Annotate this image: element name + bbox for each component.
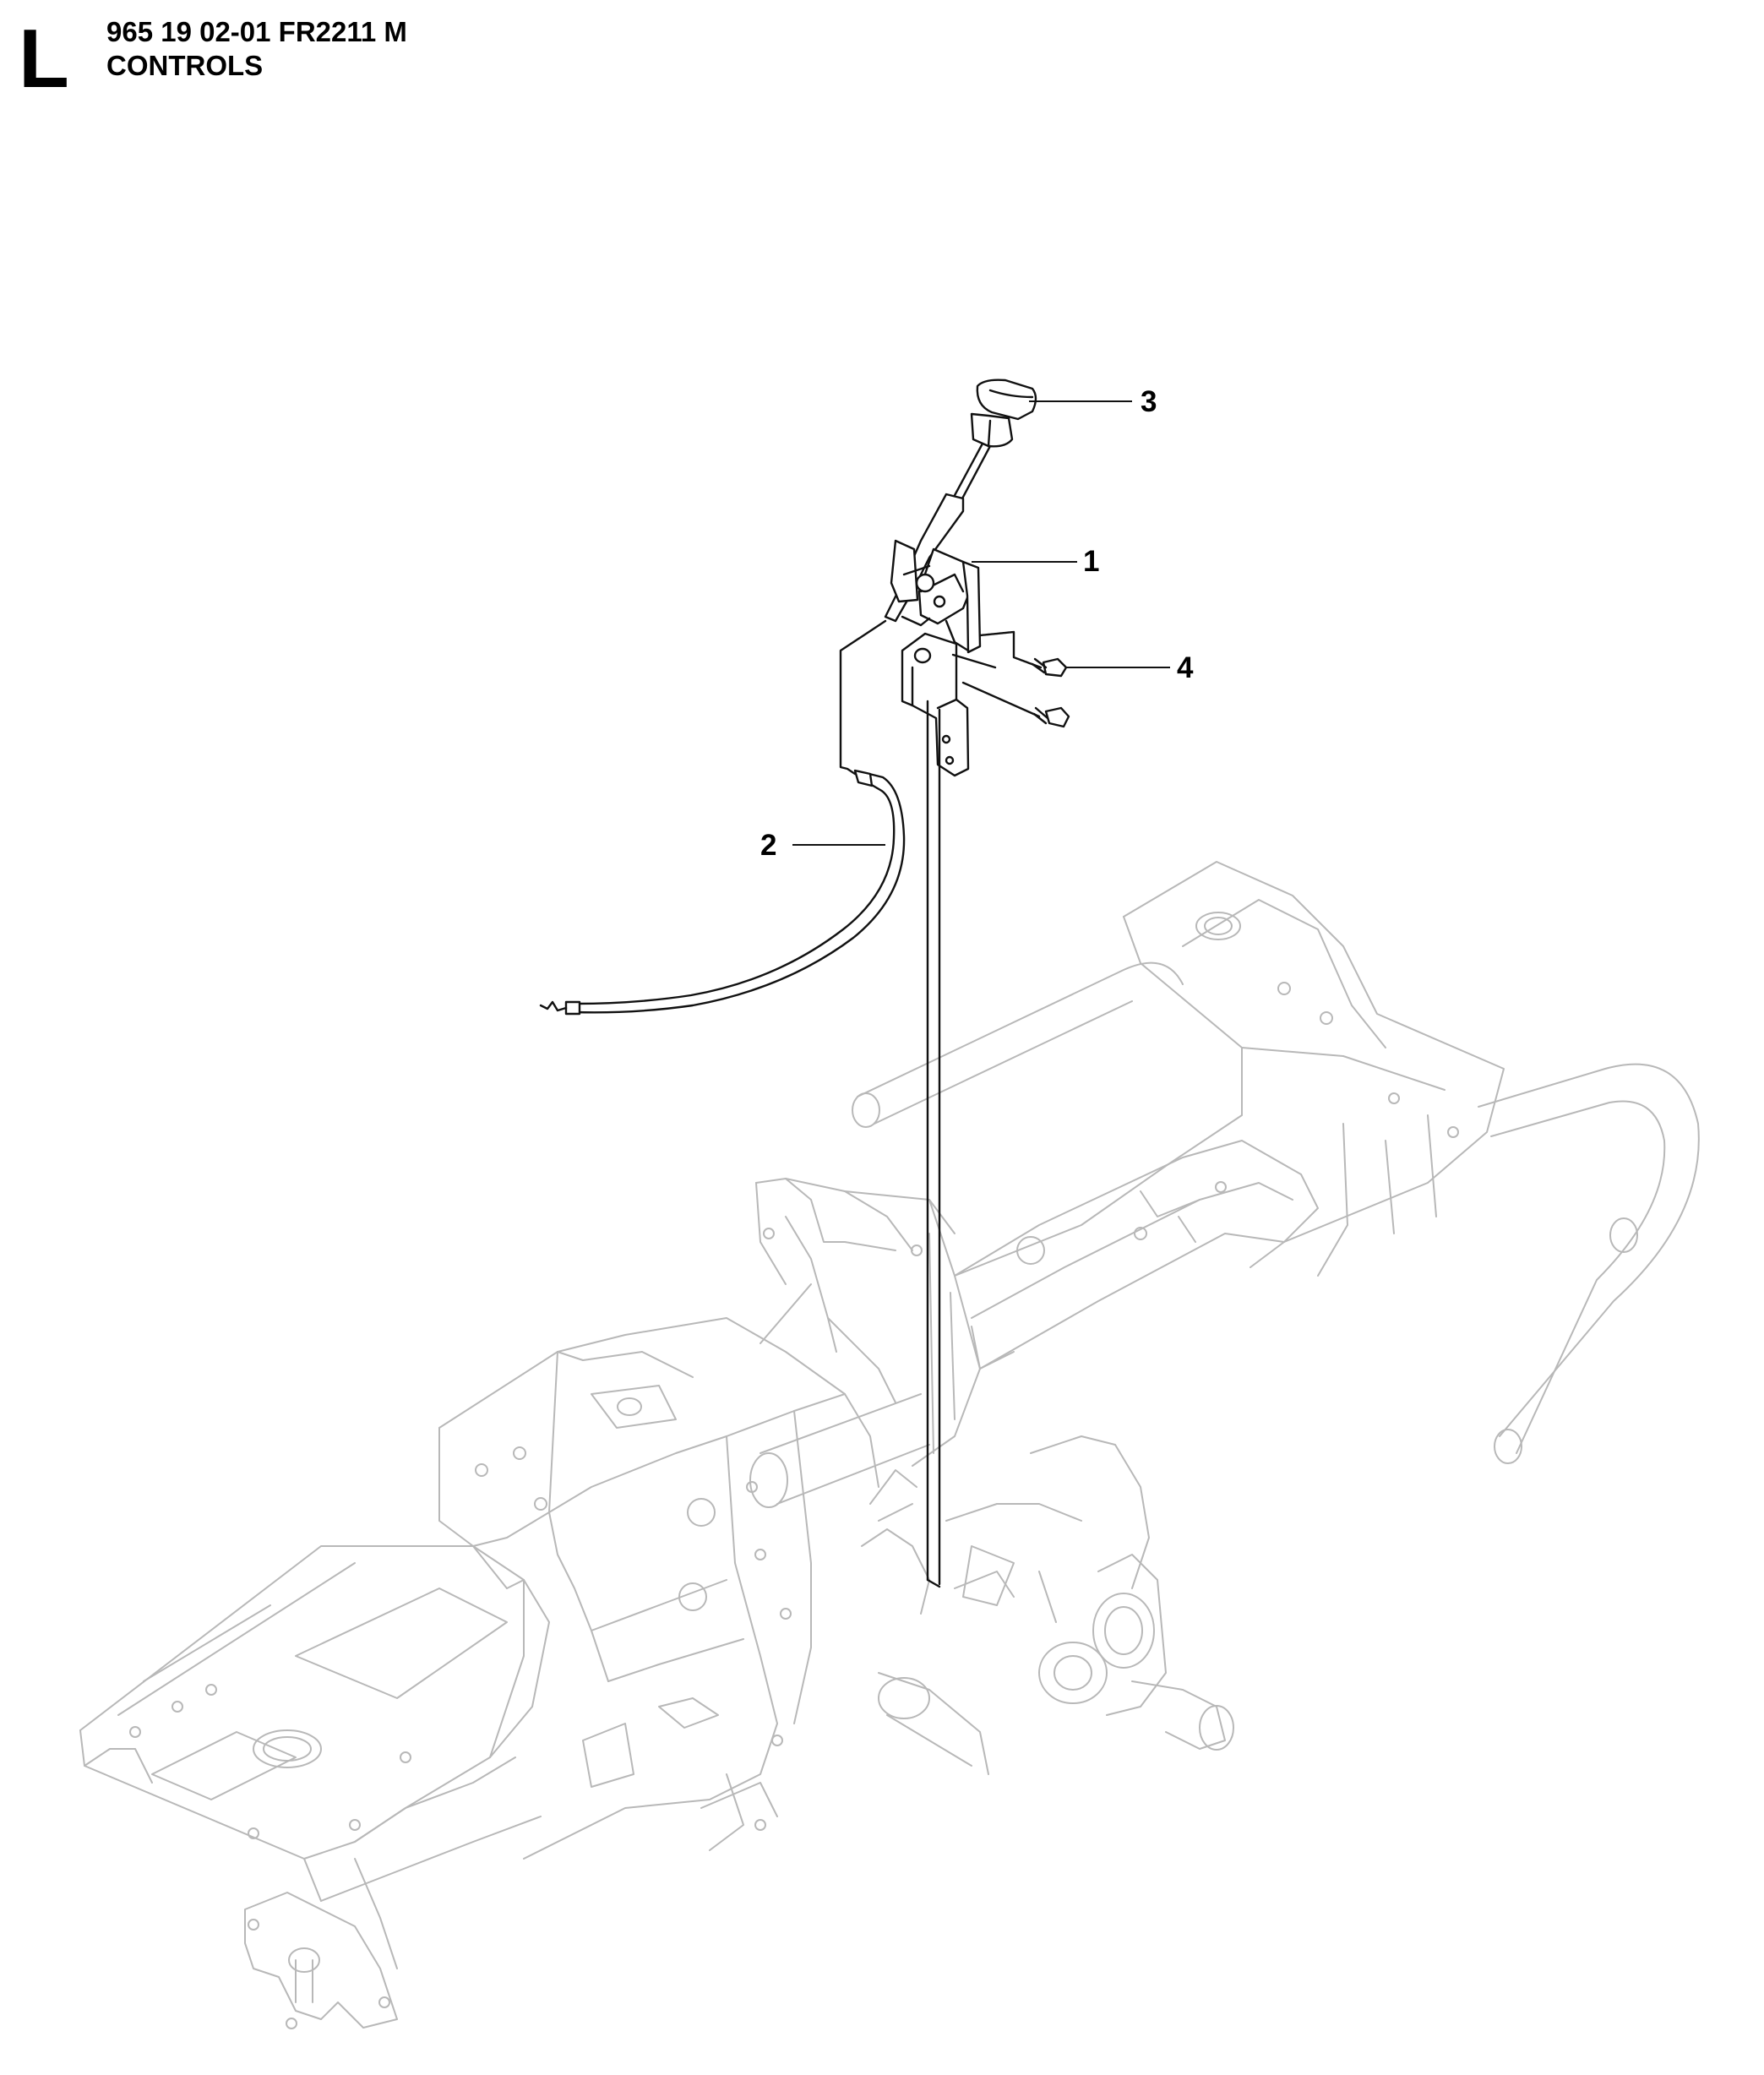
link-rod — [926, 700, 941, 1588]
part-1-throttle-control — [884, 493, 982, 654]
part-3-knob — [970, 379, 1037, 448]
callout-2: 2 — [760, 829, 777, 862]
page-title: CONTROLS — [106, 50, 264, 81]
chassis-frame — [79, 861, 1700, 2029]
mounting-bracket — [901, 632, 970, 777]
part-2-throttle-cable — [539, 769, 906, 1016]
part-number-line: 965 19 02-01 FR2211 M — [106, 16, 407, 47]
page-header: 965 19 02-01 FR2211 M CONTROLS — [106, 15, 407, 83]
part-4-screws — [1031, 657, 1070, 728]
callout-4: 4 — [1177, 651, 1194, 684]
callout-3: 3 — [1141, 385, 1157, 418]
section-letter: L — [19, 12, 69, 105]
callout-1: 1 — [1083, 545, 1100, 578]
